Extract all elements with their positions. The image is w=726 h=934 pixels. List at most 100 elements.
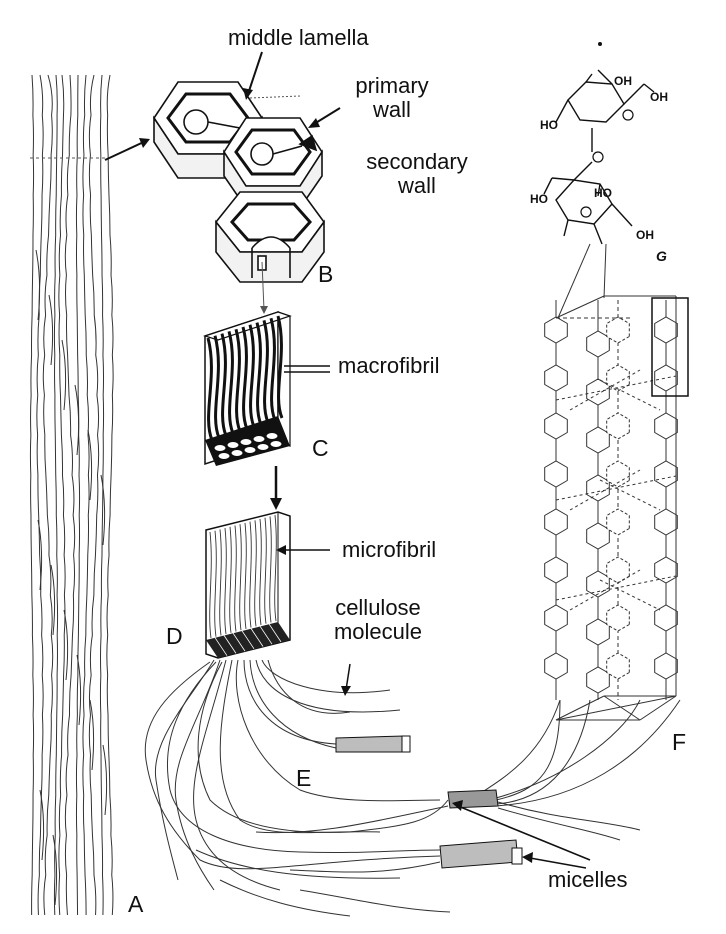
microfibril-line [254, 520, 257, 627]
cellulose-strands-e [144, 659, 681, 917]
chem-oh-3: OH [636, 228, 654, 242]
lattice-cross-bond [599, 379, 661, 411]
glucose-ring [586, 522, 610, 550]
lattice-edge [555, 295, 605, 319]
label-cellulose-molecule-line1: cellulose [335, 595, 421, 620]
microfibril-line [234, 525, 237, 632]
panel-label-a: A [128, 891, 144, 917]
cellulose-strand [166, 661, 441, 854]
macrofibril-strand [227, 331, 235, 434]
glucose-ring [586, 570, 610, 598]
glucose-ring [544, 652, 568, 680]
arrow-cellulose-molecule [345, 663, 351, 691]
lattice-cross-bond [599, 479, 661, 511]
macrofibril-end [269, 440, 283, 448]
micelle-strand [497, 807, 621, 841]
fibre-tip [37, 519, 43, 591]
microfibril-grid-line [250, 628, 264, 647]
lattice-diagonal [555, 695, 677, 721]
fibre-line [64, 74, 76, 916]
lattice-diagonal [603, 695, 641, 721]
fibre-tip [48, 294, 54, 366]
glucose-ring [544, 412, 568, 440]
arrow-b-to-c [261, 261, 265, 311]
fibre-tip [63, 609, 69, 681]
lattice-edge [639, 695, 677, 721]
glucose-ring [654, 652, 678, 680]
glucose-ring [606, 364, 630, 392]
glucose-ring [586, 330, 610, 358]
cellulose-strand [144, 661, 441, 870]
strand-end-e [401, 735, 411, 753]
microfibril-line [264, 517, 267, 624]
fibre-tip [74, 384, 80, 456]
micelle-strand [497, 801, 641, 831]
macrofibril-end [239, 438, 253, 446]
glucose-ring [606, 412, 630, 440]
chem-oh-1: OH [614, 74, 632, 88]
wood-fibres-a [29, 74, 114, 916]
arrow-micelles-lower [529, 857, 587, 869]
fibre-tip [61, 339, 67, 411]
glucose-ring [606, 316, 630, 344]
macrofibril-strand [241, 326, 249, 430]
microfibril-line [244, 522, 247, 629]
arrowhead-b-to-c [260, 306, 268, 314]
macrofibril-end [256, 443, 270, 451]
label-cellulose-molecule: cellulose molecule [316, 595, 440, 644]
macrofibril-strand [206, 337, 214, 441]
glucose-ring [586, 474, 610, 502]
macrofibril-end [217, 452, 231, 460]
macrofibril-strand [234, 328, 242, 432]
microfibril-grid-line [241, 630, 255, 650]
fibre-tip [35, 249, 41, 321]
fibre-line [29, 74, 35, 916]
leader-lattice-to-g-right [603, 243, 607, 299]
cellulose-strand [249, 659, 337, 749]
glucose-ring [654, 412, 678, 440]
chem-ho-3: HO [594, 186, 612, 200]
glucose-ring [606, 460, 630, 488]
cellulose-lattice-f [544, 295, 678, 721]
glycosidic-oxygen [592, 151, 604, 163]
microfibril-grid-line [268, 623, 282, 643]
glucose-ring [654, 364, 678, 392]
microfibril-pointer-head [276, 545, 286, 555]
cellulose-strand [154, 659, 215, 881]
unit-cell-box [651, 297, 689, 397]
cell-cluster-b [153, 81, 325, 283]
chem-glucose-label: G [656, 248, 667, 264]
macrofibril-end [243, 446, 257, 454]
arrowhead-a-to-b [139, 138, 150, 148]
arrowhead-micelles-upper [452, 800, 463, 811]
fibre-line [42, 74, 54, 916]
macrofibril-end [230, 449, 244, 457]
fibre-line [99, 74, 105, 916]
glucose-ring [586, 666, 610, 694]
strand-bundle-e [335, 735, 405, 753]
cellulose-strand [195, 849, 401, 879]
cellulose-strand [174, 659, 221, 891]
cellulose-strand [255, 659, 401, 713]
label-micelles: micelles [548, 867, 628, 892]
chem-ho-1: HO [540, 118, 558, 132]
fibre-line [58, 74, 66, 916]
cellulose-strand [261, 659, 391, 694]
glucose-ring [606, 652, 630, 680]
glucose-ring [544, 556, 568, 584]
fibre-tip [87, 429, 93, 501]
macrofibril-end [226, 441, 240, 449]
label-middle-lamella: middle lamella [228, 25, 369, 50]
glucose-ring [654, 460, 678, 488]
lattice-edge [555, 695, 605, 721]
glucose-ring [654, 604, 678, 632]
fibre-tip [39, 789, 45, 861]
lattice-cross-bond [555, 575, 677, 601]
microfibril-line [209, 531, 212, 639]
panel-label-d: D [166, 623, 183, 649]
cellulose-strand [193, 659, 281, 891]
microfibril-grid-line [259, 625, 273, 645]
lattice-cross-bond [569, 369, 641, 411]
arrowhead-c-to-d [270, 498, 282, 510]
